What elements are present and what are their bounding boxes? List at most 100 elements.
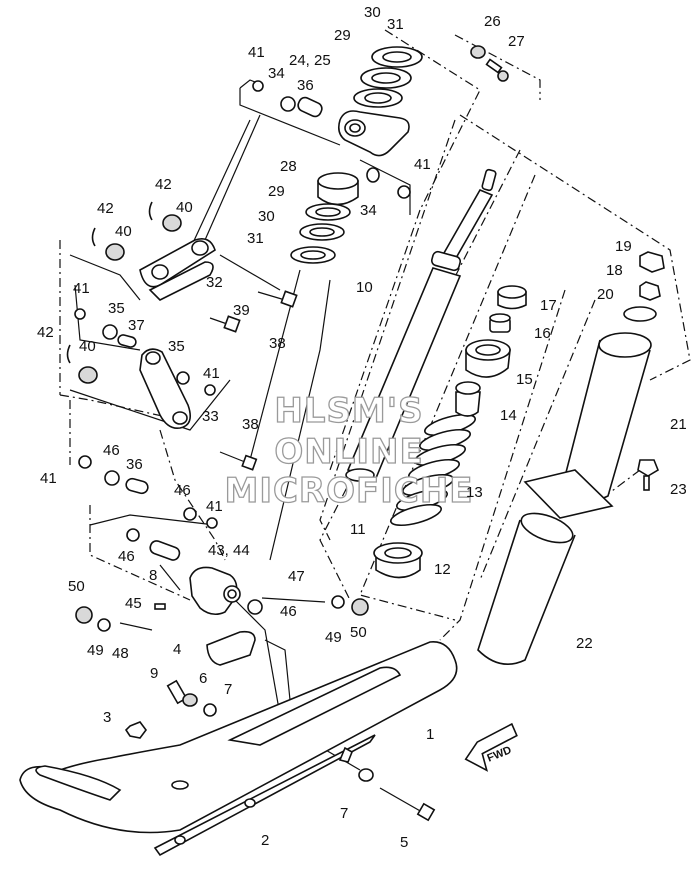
- callout-32: 32: [206, 274, 223, 291]
- callout-31a: 31: [387, 16, 404, 33]
- callout-8: 8: [149, 567, 157, 584]
- guide-lines: [69, 79, 411, 786]
- callout-42a: 42: [155, 176, 172, 193]
- callout-41d: 41: [203, 365, 220, 382]
- left-bushings-clips: [66, 201, 182, 384]
- lower-spring-seat: [373, 542, 423, 579]
- callout-2: 2: [261, 832, 269, 849]
- watermark: HLSM'S ONLINE MICROFICHE: [224, 390, 473, 511]
- callout-35b: 35: [168, 338, 185, 355]
- ski-assembly: [19, 641, 458, 857]
- watermark-line3: MICROFICHE: [224, 471, 473, 511]
- shock-cover-cylinder: [523, 332, 652, 519]
- callout-48: 48: [112, 645, 129, 662]
- top-nuts-washer: [623, 251, 665, 322]
- upper-link-plate: [139, 237, 216, 301]
- callout-23: 23: [670, 481, 687, 498]
- callout-labels: 1 2 3 4 5 6 7 7 8 9 10 11 12 13 14 15 16…: [37, 4, 687, 851]
- callout-28: 28: [280, 158, 297, 175]
- callout-41e: 41: [40, 470, 57, 487]
- callout-39: 39: [233, 302, 250, 319]
- callout-34b: 34: [360, 202, 377, 219]
- callout-29b: 29: [268, 183, 285, 200]
- callout-26: 26: [484, 13, 501, 30]
- callout-36b: 36: [126, 456, 143, 473]
- mid-pins: [74, 308, 216, 396]
- lower-link-arm: [139, 348, 191, 430]
- callout-49b: 49: [325, 629, 342, 646]
- callout-21: 21: [670, 416, 687, 433]
- callout-45: 45: [125, 595, 142, 612]
- callout-41a: 41: [248, 44, 265, 61]
- callout-50a: 50: [68, 578, 85, 595]
- callout-1: 1: [426, 726, 434, 743]
- callout-40b: 40: [115, 223, 132, 240]
- callout-38a: 38: [269, 335, 286, 352]
- callout-36a: 36: [297, 77, 314, 94]
- callout-34a: 34: [268, 65, 285, 82]
- callout-46b: 46: [174, 482, 191, 499]
- callout-46a: 46: [103, 442, 120, 459]
- callout-7b: 7: [340, 805, 348, 822]
- callout-50b: 50: [350, 624, 367, 641]
- fwd-arrow-icon: FWD: [464, 722, 518, 772]
- callout-10: 10: [356, 279, 373, 296]
- callout-35a: 35: [108, 300, 125, 317]
- callout-9: 9: [150, 665, 158, 682]
- callout-13: 13: [466, 484, 483, 501]
- upper-bushings: [252, 80, 411, 199]
- callout-17: 17: [540, 297, 557, 314]
- callout-15: 15: [516, 371, 533, 388]
- group-outlines: [59, 29, 691, 641]
- callout-22: 22: [576, 635, 593, 652]
- upper-arm-bracket: [338, 110, 410, 157]
- callout-18: 18: [606, 262, 623, 279]
- callout-38b: 38: [242, 416, 259, 433]
- callout-3: 3: [103, 709, 111, 726]
- callout-33: 33: [202, 408, 219, 425]
- ski-hardware: [124, 630, 436, 822]
- callout-42c: 42: [37, 324, 54, 341]
- bump-stop-parts: [455, 285, 527, 417]
- callout-20: 20: [597, 286, 614, 303]
- callout-42b: 42: [97, 200, 114, 217]
- callout-37: 37: [128, 317, 145, 334]
- callout-49a: 49: [87, 642, 104, 659]
- callout-47: 47: [288, 568, 305, 585]
- callout-41f: 41: [206, 498, 223, 515]
- callout-7a: 7: [224, 681, 232, 698]
- small-bolt-nut: [470, 45, 509, 82]
- shock-absorber: [345, 168, 497, 482]
- protector-tube: [477, 512, 576, 666]
- callout-41b: 41: [414, 156, 431, 173]
- watermark-line2: ONLINE: [274, 432, 423, 472]
- pivot-block: [189, 566, 241, 616]
- callout-29a: 29: [334, 27, 351, 44]
- coil-spring: [390, 413, 476, 527]
- callout-14: 14: [500, 407, 517, 424]
- callout-46d: 46: [280, 603, 297, 620]
- callout-31b: 31: [247, 230, 264, 247]
- callout-19: 19: [615, 238, 632, 255]
- callout-24-25: 24, 25: [289, 52, 331, 69]
- lower-bushings: [78, 455, 218, 561]
- watermark-line1: HLSM'S: [274, 391, 423, 431]
- callout-4: 4: [173, 641, 181, 658]
- callout-16: 16: [534, 325, 551, 342]
- callout-46c: 46: [118, 548, 135, 565]
- callout-12: 12: [434, 561, 451, 578]
- spring-seat-stack-mid: [290, 172, 359, 264]
- callout-6: 6: [199, 670, 207, 687]
- callout-11: 11: [350, 521, 366, 538]
- callout-43-44: 43, 44: [208, 542, 250, 559]
- link-bolts: [209, 290, 298, 471]
- spring-seat-stack-top: [353, 46, 423, 108]
- callout-5: 5: [400, 834, 408, 851]
- callout-41c: 41: [73, 280, 90, 297]
- callout-40c: 40: [79, 338, 96, 355]
- pivot-hardware: [75, 595, 369, 632]
- bolt-23: [637, 459, 659, 491]
- callout-40a: 40: [176, 199, 193, 216]
- callout-30b: 30: [258, 208, 275, 225]
